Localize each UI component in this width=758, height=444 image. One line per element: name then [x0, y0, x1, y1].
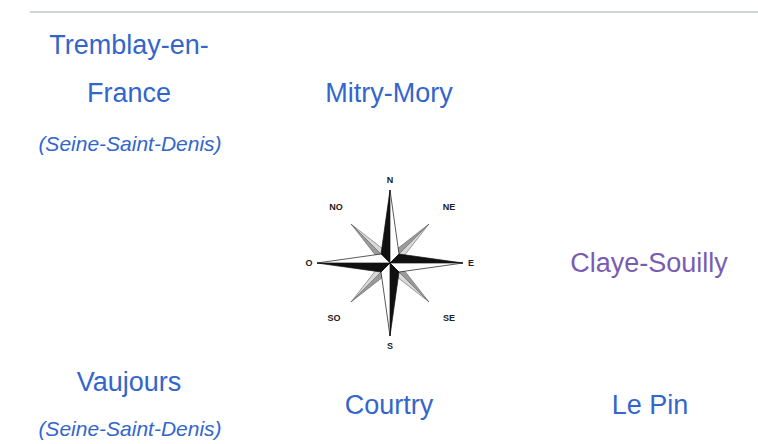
compass-letter: NO: [329, 202, 343, 212]
compass-letter: N: [387, 175, 394, 185]
commune-name: Tremblay-en-France: [29, 21, 229, 117]
compass-letter: O: [305, 258, 312, 268]
compass-rose: [317, 190, 463, 336]
commune-name: Mitry-Mory: [325, 77, 452, 109]
commune-name: Vaujours: [77, 366, 182, 398]
compass-letter: S: [387, 341, 393, 351]
compass-letter: SO: [327, 313, 340, 323]
commune-name: Claye-Souilly: [570, 247, 728, 279]
department-note: (Seine-Saint-Denis): [38, 131, 221, 157]
department-note: (Seine-Saint-Denis): [38, 416, 221, 442]
compass-letter: SE: [443, 313, 455, 323]
compass-letter: E: [468, 258, 474, 268]
header-rule: [30, 12, 758, 13]
commune-name: Le Pin: [612, 389, 689, 421]
compass-letter: NE: [443, 202, 456, 212]
commune-name: Courtry: [345, 389, 434, 421]
